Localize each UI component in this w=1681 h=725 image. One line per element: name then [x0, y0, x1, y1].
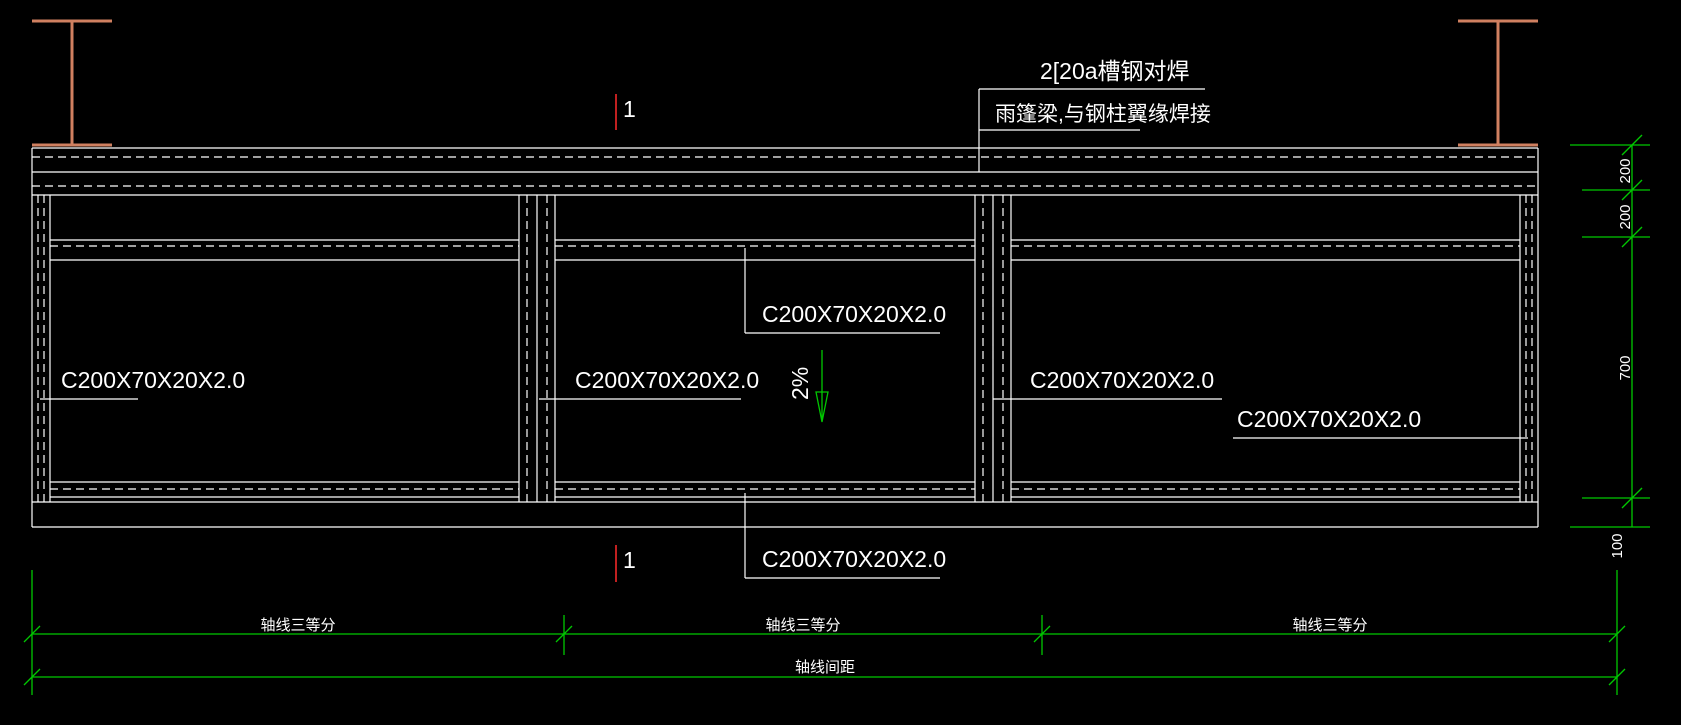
- weld-note-leader: [978, 88, 1205, 172]
- slope-arrow: [815, 350, 829, 423]
- vertical-dim-3: 700: [1617, 355, 1634, 380]
- member-label-mid: C200X70X20X2.0: [575, 367, 759, 393]
- horizontal-dimension-chain: [23, 570, 1626, 695]
- member-label-mid-upper: C200X70X20X2.0: [762, 301, 946, 327]
- bottom-total-dimension: 轴线间距: [795, 659, 855, 676]
- vertical-dimension-chain: [1570, 134, 1650, 528]
- slope-label: 2%: [787, 367, 813, 400]
- member-label-left: C200X70X20X2.0: [61, 367, 245, 393]
- bottom-division-2: 轴线三等分: [765, 616, 840, 634]
- section-mark-bottom-label: 1: [623, 547, 636, 573]
- frame-posts: [37, 195, 1533, 502]
- bottom-division-1: 轴线三等分: [260, 616, 335, 634]
- member-label-bottom: C200X70X20X2.0: [762, 546, 946, 572]
- bottom-division-3: 轴线三等分: [1292, 616, 1367, 634]
- top-channel-beam: [31, 147, 1539, 196]
- frame-outline: [31, 195, 1539, 528]
- section-mark-top-label: 1: [623, 96, 636, 122]
- lower-purlin: [50, 481, 1520, 498]
- channel-weld-label: 2[20a槽钢对焊: [1040, 58, 1190, 84]
- right-steel-column: [1458, 19, 1538, 147]
- vertical-dim-1: 200: [1617, 158, 1634, 183]
- vertical-dim-2: 200: [1617, 204, 1634, 229]
- upper-purlin: [50, 239, 1520, 261]
- weld-note-label: 雨篷梁,与钢柱翼缘焊接: [995, 103, 1211, 126]
- member-label-right: C200X70X20X2.0: [1030, 367, 1214, 393]
- left-steel-column: [32, 19, 112, 147]
- member-label-right-lower: C200X70X20X2.0: [1237, 406, 1421, 432]
- vertical-dim-4: 100: [1609, 533, 1626, 558]
